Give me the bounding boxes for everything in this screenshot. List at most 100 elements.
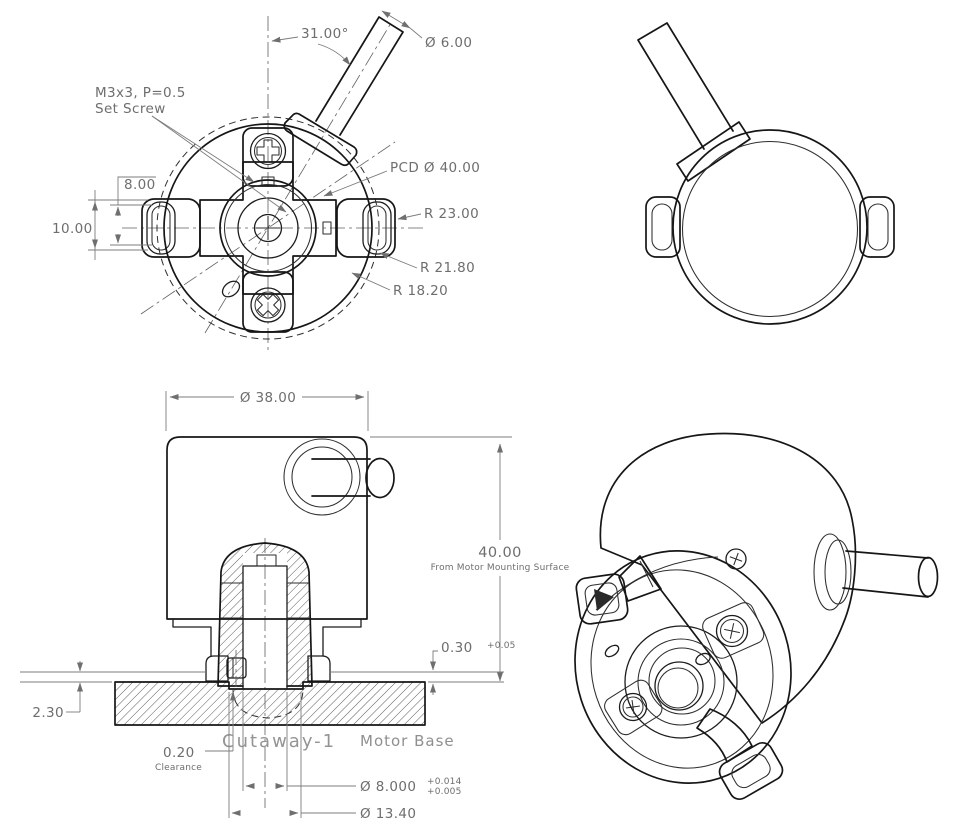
iso-tether-lug-lower — [718, 741, 784, 801]
iso-bore-lip — [657, 667, 699, 709]
bore-dia-label: Ø 8.000 — [360, 779, 416, 795]
iso-cover-screw-cross — [729, 552, 743, 566]
shaft-dia-label: Ø 6.00 — [425, 35, 472, 51]
side-shaft-cylinder — [311, 458, 371, 497]
shaft-bore-circle — [253, 213, 283, 243]
iso-small-hole-left — [604, 644, 620, 658]
r218-leader — [379, 252, 418, 269]
motor-base-hatch — [115, 682, 425, 725]
body-outline — [166, 436, 368, 620]
iso-screw-left — [618, 692, 648, 722]
shaft-dia-leader — [409, 27, 423, 39]
cutaway-label: Cutaway-1 — [222, 731, 336, 752]
iso-tether-arm-lower — [696, 708, 753, 763]
clearance-label: 0.20 — [163, 745, 195, 761]
shaft-dia-dim-line — [381, 10, 411, 29]
right-ear-slot — [362, 201, 392, 255]
set-screw-notches — [261, 176, 332, 235]
r182-leader — [351, 272, 391, 291]
rear-right-ear-slot — [867, 203, 889, 251]
right-clamp-foot — [307, 655, 331, 682]
iso-shaft-boss-outer — [813, 533, 847, 611]
angle-arc — [317, 43, 351, 66]
iso-tether-lug-upper — [575, 573, 629, 625]
slot-width-label: 8.00 — [124, 177, 156, 193]
bearing-seat-notch — [256, 554, 277, 567]
isometric-view — [574, 432, 939, 801]
cbore-label: Ø 13.40 — [360, 806, 416, 822]
rear-view — [637, 22, 895, 325]
bell-wall-breaks — [220, 582, 310, 619]
angle-leader — [271, 36, 299, 43]
set-screw-note-line1: M3x3, P=0.5 — [95, 85, 186, 101]
rear-shaft-collar — [676, 121, 751, 182]
front-view: 31.00° Ø 6.00 M3x3, P=0.5 Set Screw 8.00… — [52, 10, 480, 352]
side-shaft-end-cap — [365, 457, 395, 499]
bore-tol-lower: +0.005 — [427, 787, 462, 797]
iso-screw-right-inner — [719, 618, 745, 644]
iso-screw-pad-left — [604, 679, 663, 736]
iso-small-hole-right — [695, 652, 711, 666]
slot-width-ext — [110, 176, 156, 246]
iso-hub-ring-inner — [648, 647, 716, 715]
top-screw-tab — [242, 127, 294, 187]
pcd-label: PCD Ø 40.00 — [390, 160, 480, 176]
bore-tol-upper: +0.014 — [427, 777, 462, 787]
iso-tether-lug-lower-slot — [731, 753, 771, 789]
rear-left-ear-slot — [651, 203, 673, 251]
hub-boss-circle — [237, 197, 299, 259]
iso-tether-flag-line — [639, 560, 654, 588]
set-screw-leader-1 — [151, 115, 255, 183]
top-screw-head — [249, 132, 287, 170]
rear-right-ear — [859, 196, 895, 258]
r23-leader — [397, 213, 422, 221]
left-clamp-foot — [205, 655, 229, 682]
iso-shaft-end-cap — [917, 556, 939, 598]
flange-dashed-circle — [156, 116, 380, 340]
r23-label: R 23.00 — [424, 206, 479, 222]
right-mount-ear — [336, 198, 396, 258]
hub-outer-circle — [219, 179, 317, 277]
rear-left-ear — [645, 196, 681, 258]
right-ear-slot-inner — [367, 205, 387, 251]
standoff-label: 0.30 — [441, 640, 473, 656]
r182-label: R 18.20 — [393, 283, 448, 299]
shaft-collar-front — [283, 112, 358, 167]
bore-dia-ext — [242, 692, 288, 791]
standoff-bracket — [432, 650, 438, 659]
iso-hub-ring-mid — [637, 638, 725, 726]
iso-tether-lug-pointer — [594, 589, 614, 611]
slot-height-label: 10.00 — [52, 221, 93, 237]
index-hole — [221, 280, 241, 298]
iso-tether-flag — [618, 555, 662, 602]
body-flange-steps — [172, 618, 362, 657]
dia38-ext-lines — [165, 391, 369, 431]
set-screw-leader-2 — [151, 115, 287, 213]
bell-outline — [217, 542, 313, 687]
bottom-screw-head-inner — [254, 291, 282, 319]
iso-cover-screw — [725, 548, 747, 570]
clamp-screw-block — [226, 657, 247, 679]
dia38-label: Ø 38.00 — [240, 390, 296, 406]
motor-base-outline — [114, 681, 426, 726]
shaft-boss-arc-inner — [291, 446, 353, 508]
iso-screw-right-cross — [724, 623, 740, 639]
r218-label: R 21.80 — [420, 260, 475, 276]
height40-ext-lines — [20, 436, 512, 683]
iso-screw-left-cross — [625, 699, 641, 715]
left-ear-slot — [146, 201, 176, 255]
height40-note: From Motor Mounting Surface — [431, 563, 570, 573]
iso-tether-lug-upper-slot — [584, 582, 620, 616]
left-ear-slot-inner — [151, 205, 171, 251]
standoff-tol-label: +0.05 — [487, 641, 516, 651]
motor-base-label: Motor Base — [360, 732, 455, 750]
height40-label: 40.00 — [478, 545, 522, 561]
bottom-screw-head — [250, 287, 286, 323]
shaft-boss-arc-outer — [283, 438, 361, 516]
iso-bore — [654, 661, 704, 711]
iso-shaft-boss-inner — [824, 539, 852, 605]
iso-mount-plate — [574, 550, 792, 784]
iso-shaft — [842, 550, 929, 598]
